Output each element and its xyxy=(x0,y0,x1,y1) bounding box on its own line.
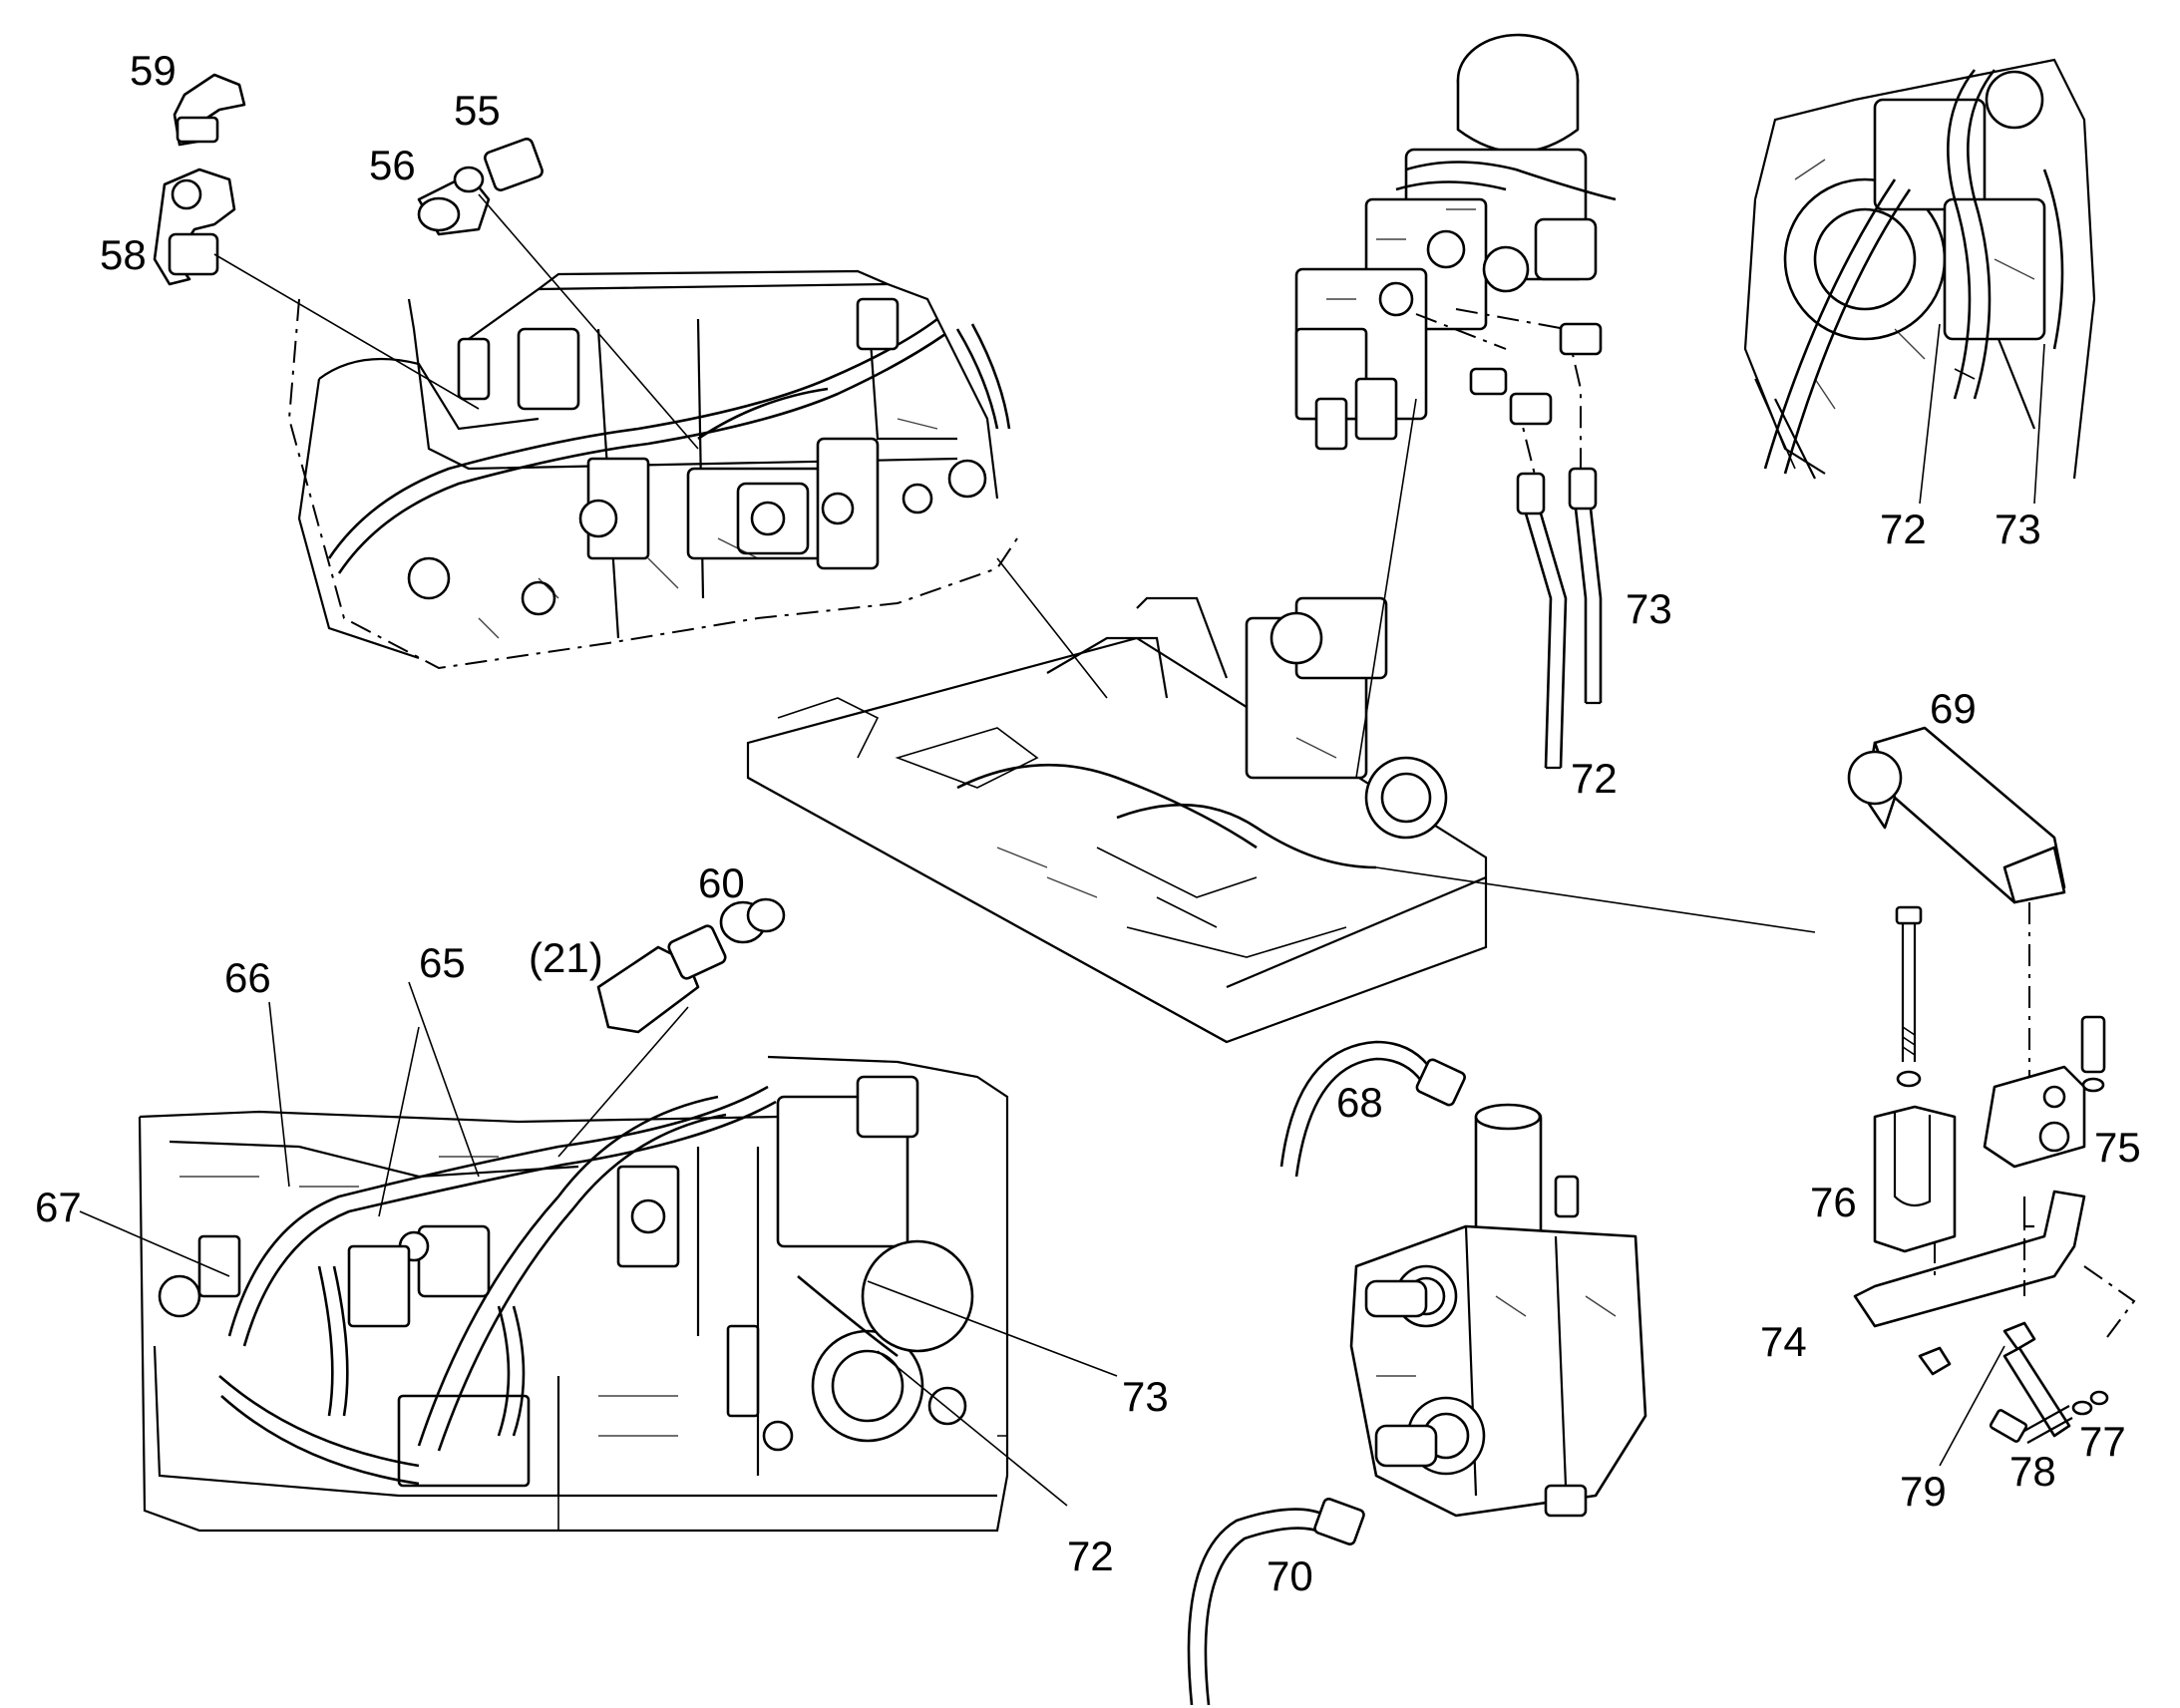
top-center-valve-assembly xyxy=(1294,33,1617,451)
fitting-59-58 xyxy=(153,73,246,286)
label-73-bottom: 73 xyxy=(1122,1373,1169,1420)
leader-lines xyxy=(79,193,2045,1507)
label-78: 78 xyxy=(2009,1448,2056,1495)
right-side-parts xyxy=(1847,726,2136,1444)
fitting-55-56 xyxy=(417,138,544,236)
top-center-hoses xyxy=(1415,308,1603,770)
label-56: 56 xyxy=(369,142,416,188)
label-74: 74 xyxy=(1760,1318,1807,1365)
label-73-top-right: 73 xyxy=(1995,506,2041,552)
fitting-60-21 xyxy=(596,897,786,1034)
label-59: 59 xyxy=(130,47,177,94)
label-60: 60 xyxy=(698,859,745,906)
label-70: 70 xyxy=(1267,1552,1313,1599)
label-21: (21) xyxy=(529,934,603,981)
label-75: 75 xyxy=(2094,1124,2141,1171)
bottom-left-assembly xyxy=(138,1055,1009,1533)
bottom-center-valve xyxy=(1187,1040,1647,1706)
center-machine-frame xyxy=(746,596,1488,1044)
label-76: 76 xyxy=(1810,1179,1857,1225)
label-66: 66 xyxy=(224,954,271,1001)
label-72-top-right: 72 xyxy=(1880,506,1927,552)
label-77: 77 xyxy=(2079,1418,2126,1465)
label-55: 55 xyxy=(454,87,501,134)
label-58: 58 xyxy=(100,231,147,278)
label-69: 69 xyxy=(1930,685,1977,732)
label-65: 65 xyxy=(419,939,466,986)
top-left-assembly xyxy=(287,269,1018,670)
callout-labels: 59 55 56 58 72 73 73 72 69 60 (21) 66 65… xyxy=(35,47,2141,1599)
label-73-top-center: 73 xyxy=(1626,585,1672,632)
label-79: 79 xyxy=(1900,1468,1947,1515)
label-72-top-center: 72 xyxy=(1571,755,1618,802)
label-67: 67 xyxy=(35,1184,82,1230)
label-72-bottom: 72 xyxy=(1067,1533,1114,1579)
label-68: 68 xyxy=(1336,1079,1383,1126)
top-right-pump-assembly xyxy=(1743,58,2096,480)
